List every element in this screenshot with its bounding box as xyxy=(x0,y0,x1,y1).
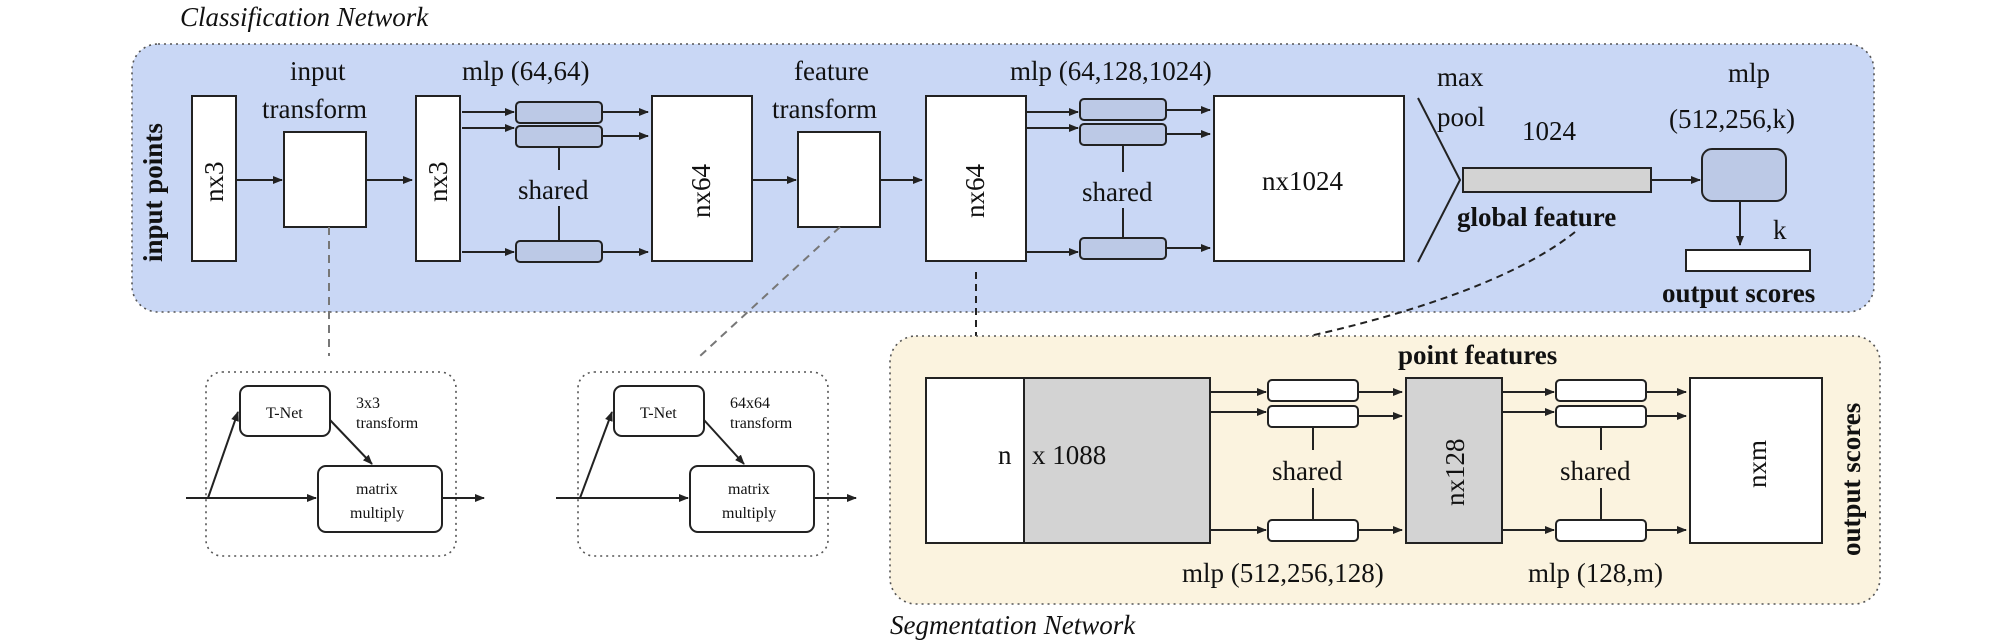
maxpool-label-2: pool xyxy=(1437,102,1485,132)
nx3-transformed-label: nx3 xyxy=(423,162,453,203)
x1088-label: x 1088 xyxy=(1032,440,1106,470)
nx64-box-1 xyxy=(651,95,753,262)
mlp3-box xyxy=(1701,148,1787,202)
seg-mlp2-shared-label: shared xyxy=(1560,456,1631,486)
maxpool-label-1: max xyxy=(1437,62,1484,92)
tnet2-matrix-label-2: multiply xyxy=(722,505,776,522)
mlp2-label: mlp (64,128,1024) xyxy=(1010,56,1212,86)
mlp2-shared-unit-3 xyxy=(1079,237,1167,260)
tnet2-matrix-label-1: matrix xyxy=(728,481,770,498)
seg-mlp1-label: mlp (512,256,128) xyxy=(1182,558,1384,588)
tnet1-panel xyxy=(205,371,457,557)
tnet2-transform-label-1: 64x64 xyxy=(730,395,770,412)
tnet2-transform-label-2: transform xyxy=(730,415,793,432)
seg-mlp1-shared-label: shared xyxy=(1272,456,1343,486)
x1088-box xyxy=(1023,377,1211,544)
input-transform-label-2: transform xyxy=(262,94,367,124)
mlp2-shared-unit-2 xyxy=(1079,123,1167,146)
nx64-box-2 xyxy=(925,95,1027,262)
tnet1-matrix-label-2: multiply xyxy=(350,505,404,522)
classification-title: Classification Network xyxy=(180,2,429,32)
seg-mlp2-label: mlp (128,m) xyxy=(1528,558,1663,588)
classification-output-scores-label: output scores xyxy=(1662,278,1815,308)
nxm-label: nxm xyxy=(1742,440,1772,488)
tnet1-transform-label-1: 3x3 xyxy=(356,395,380,412)
mlp1-shared-label: shared xyxy=(518,175,589,205)
tnet2-connector xyxy=(699,226,841,357)
tnet1-matrix-multiply-box xyxy=(317,465,443,533)
nx3-input-box xyxy=(191,95,237,262)
tnet1-box xyxy=(239,385,331,437)
mlp1-shared-unit-1 xyxy=(515,101,603,124)
nx128-box xyxy=(1405,377,1503,544)
nxm-box xyxy=(1689,377,1823,544)
mlp3-label-2: (512,256,k) xyxy=(1669,104,1795,134)
mlp3-label-1: mlp xyxy=(1728,58,1770,88)
tnet2-panel xyxy=(577,371,829,557)
n-label: n xyxy=(998,440,1012,470)
mlp1-shared-unit-3 xyxy=(515,240,603,263)
nx64-label-1: nx64 xyxy=(686,164,716,219)
classification-output-bar xyxy=(1685,249,1811,272)
tnet2-label: T-Net xyxy=(640,405,677,422)
tnet1-transform-label-2: transform xyxy=(356,415,419,432)
feature-transform-label-2: transform xyxy=(772,94,877,124)
tnet1-label: T-Net xyxy=(266,405,303,422)
point-features-label: point features xyxy=(1398,340,1557,370)
mlp2-shared-label: shared xyxy=(1082,177,1153,207)
input-points-label: input points xyxy=(138,123,168,262)
segmentation-output-scores-label: output scores xyxy=(1836,403,1866,556)
seg-mlp2-unit-3 xyxy=(1555,519,1647,542)
nx3-transformed-box xyxy=(415,95,461,262)
mlp2-shared-unit-1 xyxy=(1079,98,1167,121)
seg-mlp1-unit-3 xyxy=(1267,519,1359,542)
tnet2-matrix-multiply-box xyxy=(689,465,815,533)
mlp1-shared-unit-2 xyxy=(515,125,603,148)
global-feature-label: global feature xyxy=(1457,202,1616,232)
tnet1-matrix-label-1: matrix xyxy=(356,481,398,498)
k-label: k xyxy=(1773,215,1787,245)
mlp1-label: mlp (64,64) xyxy=(462,56,590,86)
feature-transform-label-1: feature xyxy=(794,56,869,86)
global-feature-bar xyxy=(1462,167,1652,193)
maxpool-symbol xyxy=(1417,97,1462,263)
input-transform-box xyxy=(283,131,367,228)
seg-mlp1-unit-2 xyxy=(1267,405,1359,428)
feature-dim-label: 1024 xyxy=(1522,116,1577,146)
input-transform-label-1: input xyxy=(290,56,346,86)
seg-mlp2-unit-2 xyxy=(1555,405,1647,428)
tnet2-box xyxy=(613,385,705,437)
segmentation-title: Segmentation Network xyxy=(890,610,1136,640)
nx1024-label: nx1024 xyxy=(1262,166,1344,196)
nx1024-box xyxy=(1213,95,1405,262)
nx64-label-2: nx64 xyxy=(960,164,990,219)
seg-mlp2-unit-1 xyxy=(1555,379,1647,402)
nx3-input-label: nx3 xyxy=(199,162,229,203)
seg-mlp1-unit-1 xyxy=(1267,379,1359,402)
nx128-label: nx128 xyxy=(1440,439,1470,507)
feature-transform-box xyxy=(797,131,881,228)
